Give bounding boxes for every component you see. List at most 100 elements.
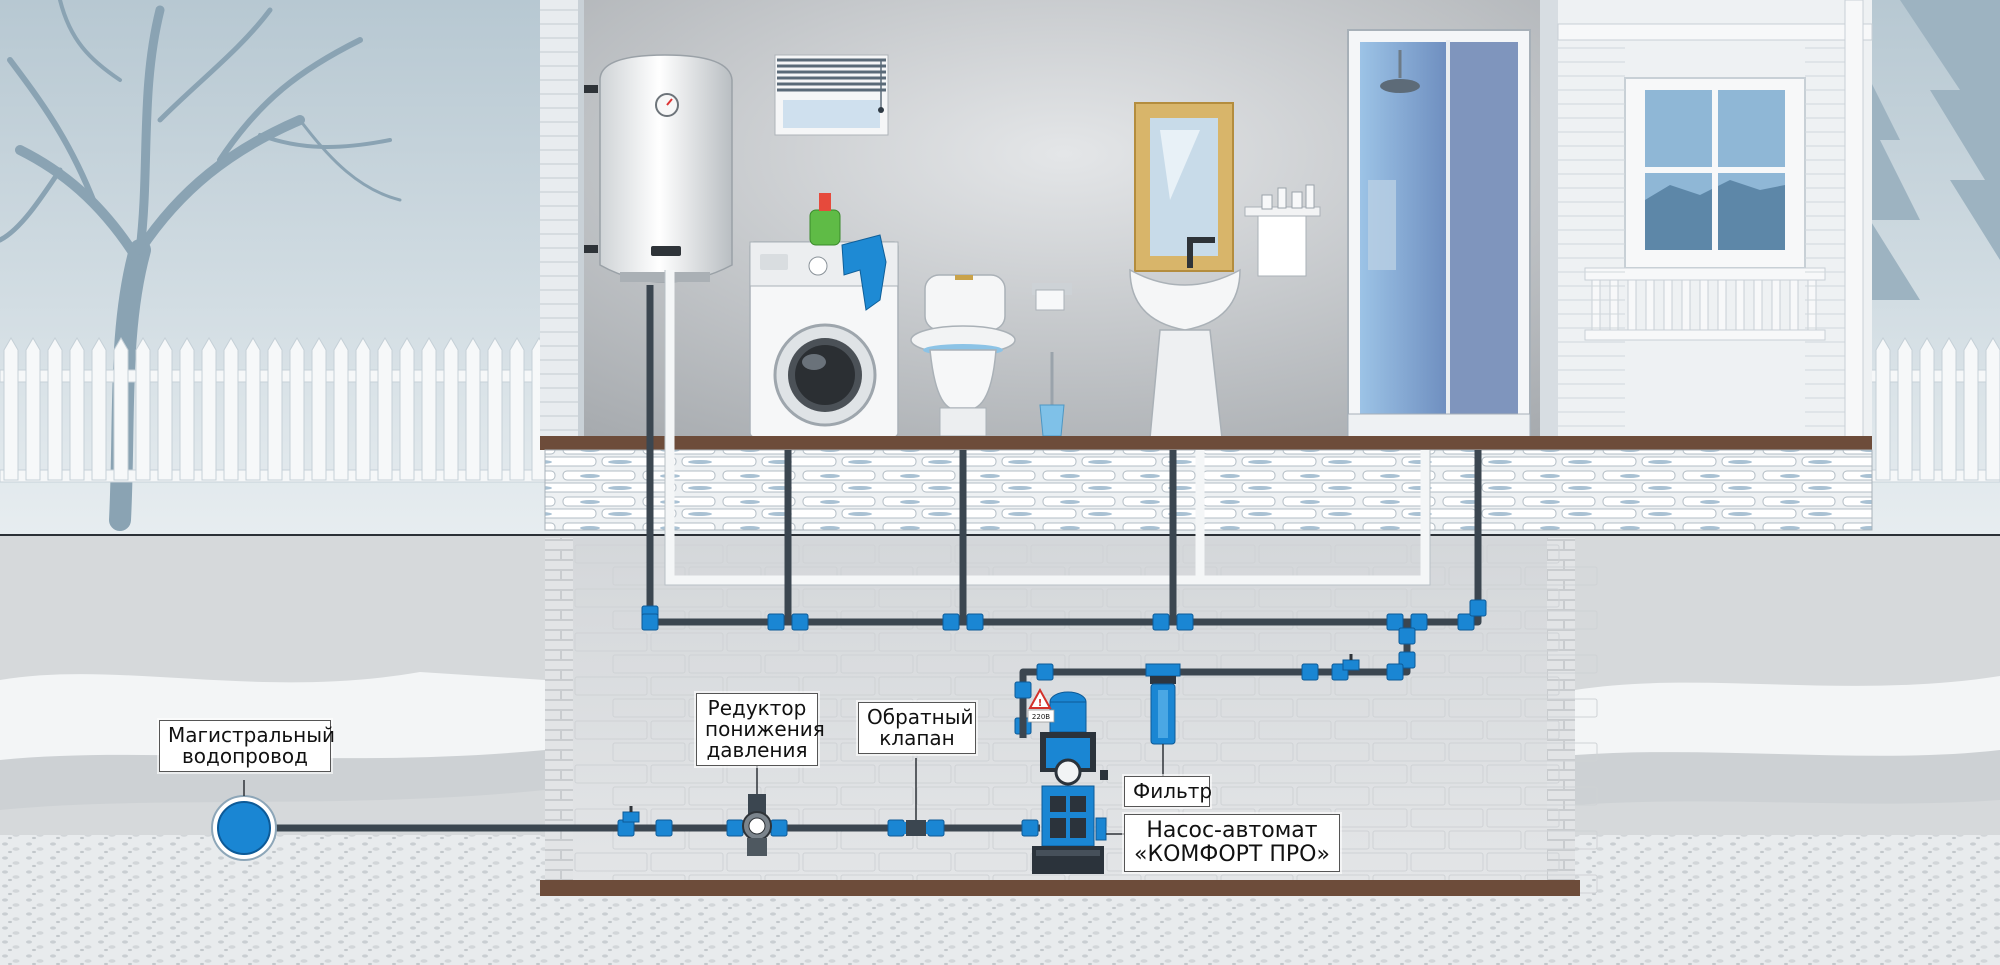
baluster [1807,279,1817,331]
pressure-reducer-label-3: давления [706,738,808,762]
basement-brick-right [1547,538,1575,880]
baluster [1735,279,1745,331]
pressure-reducer-label-1: Редуктор [707,696,807,720]
fence-picket [1875,337,1891,481]
fitting [1014,681,1032,699]
callout-check-valve: Обратный клапан [858,702,976,754]
ground-stripe-left [0,750,545,810]
fence-picket [223,337,239,481]
main-pipe-icon [211,795,277,861]
fence-picket [355,337,371,481]
filter-icon [1145,663,1181,745]
main-water-line-label-2: водопровод [182,744,308,768]
mirror-icon [1134,102,1234,272]
fitting [641,613,659,631]
fitting [1457,613,1475,631]
porch-balusters [1591,279,1817,331]
baluster [1717,279,1727,331]
fence-picket [421,337,437,481]
siding-lines [540,9,578,431]
fence-picket [3,337,19,481]
small-window [774,54,889,136]
valve-icon-filter [1342,654,1360,671]
basement-brick-left [545,538,573,880]
main-water-line-label-1: Магистральный [168,723,336,747]
fence-picket [399,337,415,481]
fitting [1410,613,1428,631]
pump-label-1: Насос-автомат [1146,818,1318,843]
check-valve-label-2: клапан [879,726,955,750]
drain-pipe-outline [664,270,1431,586]
basement-floor [540,880,1580,896]
fence-picket [1963,337,1979,481]
check-valve-icon [900,820,932,836]
house-trim-left [578,0,584,440]
foundation-stone [544,449,1873,531]
fitting [1386,663,1404,681]
fitting [1036,663,1054,681]
baluster [1645,279,1655,331]
toilet-icon [910,274,1016,437]
baluster [1663,279,1673,331]
callout-pump: Насос-автомат «КОМФОРТ ПРО» [1124,814,1340,872]
fitting [655,819,673,837]
fence-picket [487,337,503,481]
fence-picket [135,337,151,481]
fence-picket [465,337,481,481]
valve-icon [622,806,640,823]
pipe-fittings [617,599,1487,837]
fitting [1021,819,1039,837]
toilet-paper-icon [1032,283,1072,311]
drain-pipes [665,270,1430,585]
fence-picket [47,337,63,481]
pump-icon [1019,691,1108,874]
fence-picket [157,337,173,481]
pump-label-2: «КОМФОРТ ПРО» [1134,842,1330,867]
ground-stripe-right [1575,750,2000,805]
fence-picket [1941,337,1957,481]
baluster [1789,279,1799,331]
pressure-reducer-label-2: понижения [705,717,825,741]
fence-picket [69,337,85,481]
pressure-reducer-icon [742,794,772,856]
fitting [1301,663,1319,681]
fitting [1152,613,1170,631]
fence-picket [1897,337,1913,481]
filter-label: Фильтр [1133,779,1213,803]
baluster [1771,279,1781,331]
fence-picket [289,337,305,481]
washing-machine-icon [749,193,899,438]
house-right-trim [1540,0,1558,440]
pump-voltage-label: 220В [1032,713,1050,721]
sink-icon [1129,237,1241,439]
baluster [1699,279,1709,331]
fence-picket [245,337,261,481]
fence-picket [201,337,217,481]
porch-post [1844,0,1864,441]
fence-picket [1985,337,2000,481]
baluster [1753,279,1763,331]
fence-picket [509,337,525,481]
fitting [767,613,785,631]
fitting [1469,599,1487,617]
fitting [1386,613,1404,631]
baluster [1627,279,1637,331]
fence-picket [443,337,459,481]
toilet-brush-icon [1039,352,1065,437]
fitting [942,613,960,631]
baluster [1681,279,1691,331]
fence-picket [1919,337,1935,481]
callout-filter: Фильтр [1124,776,1213,807]
check-valve-label-1: Обратный [867,705,974,729]
floor-beam [540,436,1872,450]
fence-picket [333,337,349,481]
fitting [726,819,744,837]
fence-left-pickets [3,337,547,481]
fence-picket [113,337,129,481]
porch-railing-bottom [1584,329,1826,341]
porch-siding-lines [1558,47,1845,427]
porch-railing-top [1584,267,1826,281]
water-heater-icon [584,54,733,283]
baluster [1591,279,1601,331]
